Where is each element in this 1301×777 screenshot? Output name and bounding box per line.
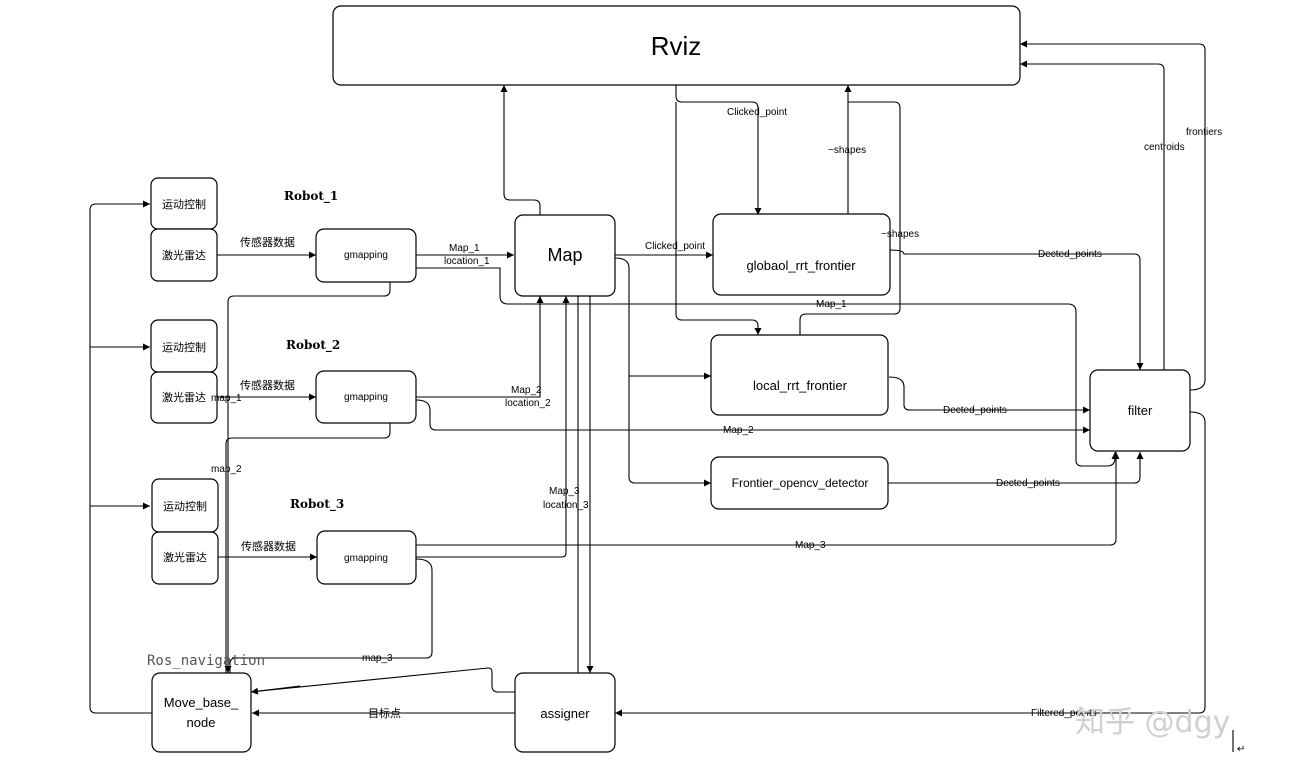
move-base-label-1: Move_base_ bbox=[164, 695, 239, 710]
opencv-detector-node bbox=[710, 456, 889, 510]
edge-label-sensor-3: 传感器数据 bbox=[241, 539, 296, 553]
watermark-mark: ↵ bbox=[1237, 744, 1245, 755]
edge-label-shapes-1: ~shapes bbox=[828, 145, 866, 156]
map-node bbox=[514, 214, 616, 297]
edge-label-lmap-3: map_3 bbox=[362, 653, 393, 664]
gmapping-1-node bbox=[315, 228, 417, 283]
edge-labels: 传感器数据 传感器数据 传感器数据 Map_1 location_1 Map_2… bbox=[211, 107, 1222, 720]
assigner-label: assigner bbox=[540, 706, 590, 721]
edge-map-rviz bbox=[500, 85, 541, 215]
nodes: Rviz Map globaol_rrt_frontier local_rrt_… bbox=[150, 5, 1191, 753]
group-labels: Robot_1 Robot_2 Robot_3 Ros_navigation bbox=[147, 189, 344, 669]
gmapping-1-label: gmapping bbox=[344, 250, 388, 261]
edge-label-map-2a: Map_2 bbox=[511, 385, 542, 396]
rviz-node bbox=[332, 5, 1021, 86]
edge-gmapping1-filter bbox=[416, 267, 1119, 467]
edge-label-loc-2: location_2 bbox=[505, 398, 551, 409]
robot-3-title: Robot_3 bbox=[290, 497, 344, 512]
lidar-2-node bbox=[150, 371, 218, 424]
edge-map-opencv bbox=[628, 376, 711, 487]
edge-map-movebase-head bbox=[250, 685, 301, 695]
lidar-3-node bbox=[151, 531, 219, 585]
global-rrt-node bbox=[712, 213, 891, 296]
watermark: 知乎 @dgy ↵ bbox=[1075, 705, 1245, 755]
edge-label-loc-1: location_1 bbox=[444, 256, 490, 267]
edge-gmapping3-movebase bbox=[229, 558, 433, 673]
watermark-text: 知乎 @dgy bbox=[1075, 705, 1230, 740]
edge-gmapping2-movebase bbox=[225, 423, 391, 673]
edge-opencv-filter bbox=[888, 452, 1144, 484]
edge-label-clicked-2: Clicked_point bbox=[645, 241, 705, 252]
ros-navigation-title: Ros_navigation bbox=[147, 653, 265, 669]
gmapping-3-label: gmapping bbox=[344, 553, 388, 564]
robot-2-title: Robot_2 bbox=[286, 338, 340, 353]
edge-local-rviz bbox=[799, 101, 901, 335]
edge-map-local bbox=[614, 257, 711, 380]
edge-label-centroids: centroids bbox=[1144, 142, 1185, 153]
edge-label-map-1b: Map_1 bbox=[816, 299, 847, 310]
edge-local-filter bbox=[888, 376, 1090, 414]
edge-filter-assigner bbox=[615, 411, 1206, 717]
edge-label-lmap-2: map_2 bbox=[211, 464, 242, 475]
edge-label-sensor-2: 传感器数据 bbox=[240, 378, 295, 392]
edge-label-detected-3: Dected_points bbox=[996, 478, 1060, 489]
edge-global-filter bbox=[889, 249, 1144, 370]
robot-1-title: Robot_1 bbox=[284, 189, 338, 204]
edge-label-detected-2: Dected_points bbox=[943, 405, 1007, 416]
motion-control-2-label: 运动控制 bbox=[162, 340, 206, 354]
edge-gmapping3-map bbox=[416, 296, 570, 558]
edge-label-loc-3: location_3 bbox=[543, 500, 589, 511]
edge-label-shapes-2: ~shapes bbox=[881, 229, 919, 240]
global-rrt-label: globaol_rrt_frontier bbox=[746, 258, 856, 273]
edge-label-filtered: Filtered_points bbox=[1031, 708, 1097, 719]
edge-gmapping1-movebase bbox=[224, 282, 391, 673]
move-base-node bbox=[151, 672, 252, 753]
edge-label-sensor-1: 传感器数据 bbox=[240, 235, 295, 249]
edge-gmapping2-map bbox=[416, 296, 544, 398]
map-label: Map bbox=[547, 245, 582, 265]
rviz-label: Rviz bbox=[651, 31, 702, 61]
move-base-label-2: node bbox=[187, 715, 216, 730]
local-rrt-label: local_rrt_frontier bbox=[753, 378, 848, 393]
gmapping-2-label: gmapping bbox=[344, 392, 388, 403]
edge-movebase-motion1 bbox=[89, 200, 152, 714]
edge-rviz-global bbox=[675, 85, 762, 215]
filter-node bbox=[1089, 369, 1191, 452]
lidar-2-label: 激光雷达 bbox=[162, 390, 206, 404]
edge-gmapping3-filter bbox=[416, 452, 1120, 546]
edge-label-map-1a: Map_1 bbox=[449, 243, 480, 254]
edge-label-clicked-1: Clicked_point bbox=[727, 107, 787, 118]
gmapping-3-node bbox=[316, 530, 417, 585]
connections bbox=[89, 40, 1206, 717]
edge-gmapping2-filter bbox=[415, 399, 1090, 434]
assigner-node bbox=[514, 672, 616, 753]
motion-control-3-label: 运动控制 bbox=[163, 499, 207, 513]
edge-label-lmap-1: map_1 bbox=[211, 393, 242, 404]
opencv-detector-label: Frontier_opencv_detector bbox=[732, 476, 869, 490]
local-rrt-node bbox=[710, 334, 889, 416]
edge-rviz-local bbox=[675, 102, 762, 335]
edge-label-target: 目标点 bbox=[368, 706, 401, 720]
edge-label-map-3a: Map_3 bbox=[549, 486, 580, 497]
edge-label-map-2b: Map_2 bbox=[723, 425, 754, 436]
edge-filter-rviz-centroids bbox=[1020, 60, 1165, 370]
edge-label-map-3b: Map_3 bbox=[795, 540, 826, 551]
edge-filter-rviz-frontiers bbox=[1020, 40, 1206, 391]
motion-control-1-label: 运动控制 bbox=[162, 197, 206, 211]
lidar-1-node bbox=[150, 228, 218, 282]
edge-map-movebase bbox=[249, 296, 579, 693]
lidar-3-label: 激光雷达 bbox=[163, 550, 207, 564]
filter-label: filter bbox=[1128, 403, 1153, 418]
edge-label-frontiers: frontiers bbox=[1186, 127, 1222, 138]
gmapping-2-node bbox=[315, 370, 417, 424]
lidar-1-label: 激光雷达 bbox=[162, 248, 206, 262]
edge-label-detected-1: Dected_points bbox=[1038, 249, 1102, 260]
